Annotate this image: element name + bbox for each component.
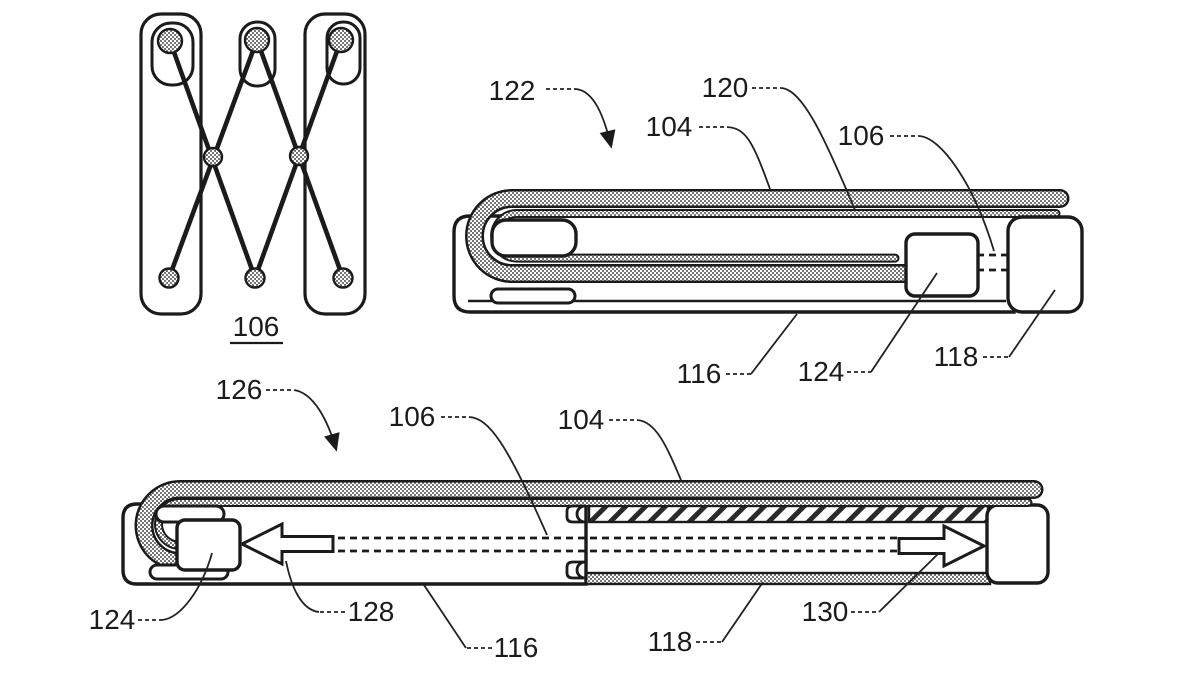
scissor-mechanism-figure: 106 (139, 12, 367, 345)
end-cap-shape (985, 503, 1050, 585)
ref-arrow-126 (293, 389, 340, 452)
label-118-right-housing: 118 (934, 341, 979, 372)
leader (285, 560, 320, 613)
pivot (327, 26, 355, 54)
display-backing-layer (154, 498, 1033, 550)
pivot (202, 146, 224, 168)
pivot (332, 267, 354, 289)
label-130-extend-arrow: 130 (802, 596, 849, 627)
flexible-display-band (465, 189, 1070, 283)
extended-bottom-plate (584, 571, 992, 586)
label-116-left-housing: 116 (677, 358, 722, 389)
ref-arrow-122 (575, 88, 616, 149)
pivot (243, 26, 271, 54)
pivot (156, 27, 184, 55)
pivot (288, 145, 310, 167)
leader (468, 416, 548, 536)
housing-rib (489, 287, 577, 305)
label-124-slider-block: 124 (798, 356, 845, 387)
label-104-display: 104 (558, 404, 605, 435)
retracted-device-figure: 122 104 120 106 116 124 118 (452, 72, 1084, 389)
label-126-figure-ref: 126 (216, 374, 263, 405)
label-104-display: 104 (646, 111, 693, 142)
retract-direction-arrow (238, 521, 335, 567)
leader (1008, 289, 1056, 358)
leader (721, 581, 764, 643)
junction-clip-bottom (565, 560, 586, 580)
leader (918, 135, 995, 252)
label-106-mechanism: 106 (389, 401, 436, 432)
leader (636, 419, 682, 481)
leader (878, 552, 940, 613)
label-116-left-housing: 116 (494, 632, 539, 663)
extend-direction-arrow (897, 523, 988, 569)
extended-device-figure: 126 106 104 124 128 116 118 130 (89, 374, 1050, 663)
housing-slot (490, 218, 578, 258)
leader (161, 552, 213, 621)
junction-clip-top (565, 504, 586, 524)
slider-block-shape (175, 518, 242, 572)
pivot (244, 267, 266, 289)
label-106-mechanism: 106 (838, 120, 885, 151)
display-fill (137, 482, 1041, 569)
end-cap-shape (1006, 215, 1084, 314)
label-128-retract-arrow: 128 (348, 596, 395, 627)
label-122-figure-ref: 122 (489, 75, 536, 106)
label-124-slider-block: 124 (89, 604, 136, 635)
slider-block-shape (904, 232, 980, 298)
flexible-display-band (134, 480, 1044, 571)
scissor-pivots (156, 26, 355, 289)
layer-fill (156, 500, 1031, 548)
scissor-figure-caption: 106 (233, 311, 280, 342)
pivot (158, 267, 180, 289)
leader (780, 87, 856, 211)
leader (750, 313, 798, 375)
leader (870, 272, 938, 373)
leader (726, 126, 771, 190)
label-118-right-housing: 118 (648, 626, 693, 657)
display-fill (467, 191, 1067, 281)
leader (423, 584, 467, 649)
label-120-layer: 120 (702, 72, 749, 103)
extended-support-hatched (587, 504, 990, 524)
